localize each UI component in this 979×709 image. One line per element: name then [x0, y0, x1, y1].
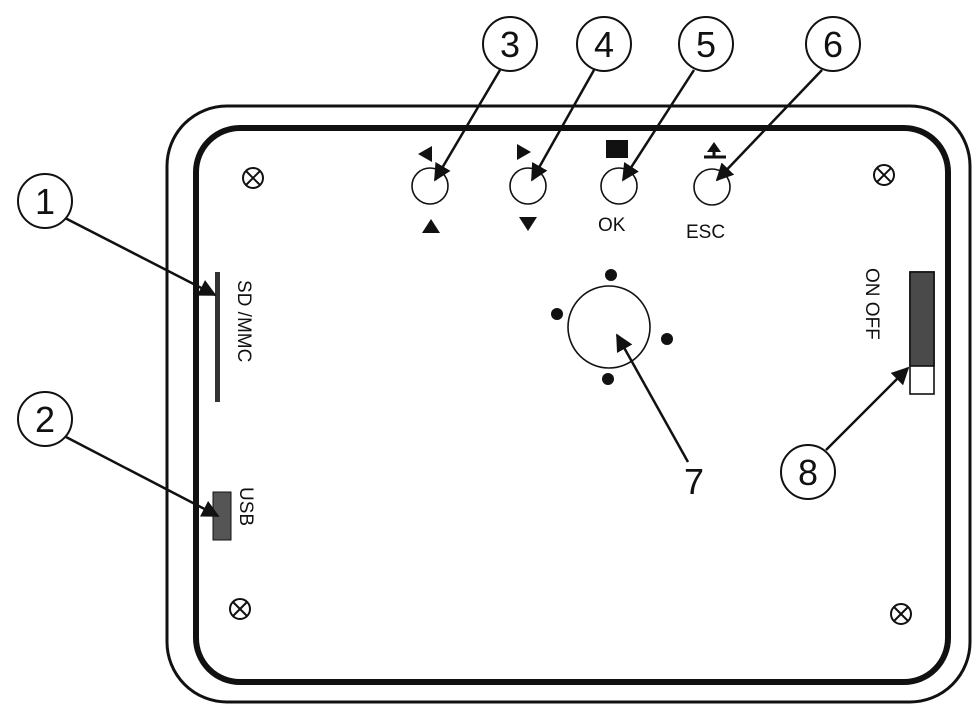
power-switch-slider — [909, 271, 935, 367]
svg-text:5: 5 — [696, 24, 716, 65]
usb-label: USB — [235, 487, 256, 526]
sd-mmc-label: SD /MMC — [233, 280, 254, 362]
leader-arrow-5 — [621, 69, 696, 182]
leader-arrow-7 — [615, 333, 690, 463]
return-icon — [704, 142, 726, 159]
button-3-circle — [411, 167, 449, 205]
down-arrow-icon — [519, 217, 537, 231]
joystick — [551, 269, 673, 385]
button-3 — [411, 146, 449, 233]
ok-label: OK — [598, 215, 626, 236]
joystick-dot-left — [551, 308, 563, 320]
esc-label: ESC — [686, 222, 725, 243]
leader-arrow-1 — [64, 216, 217, 297]
screw-icon — [229, 598, 251, 620]
screw-icon — [873, 164, 895, 186]
svg-text:8: 8 — [798, 452, 818, 493]
device-inner-frame — [193, 125, 951, 685]
button-6-circle — [693, 168, 731, 206]
screw-icon — [890, 603, 912, 625]
leader-arrow-2 — [65, 435, 220, 518]
joystick-circle — [567, 285, 651, 369]
joystick-dot-right — [661, 333, 673, 345]
callout-7: 7 — [684, 461, 704, 502]
screw-icon — [242, 167, 264, 189]
sd-mmc-slot — [215, 272, 220, 402]
button-4 — [509, 144, 547, 231]
svg-text:3: 3 — [500, 24, 520, 65]
leader-arrow-3 — [433, 69, 502, 182]
up-arrow-icon — [422, 219, 440, 233]
left-arrow-icon — [418, 146, 432, 162]
callout-2: 2 — [17, 391, 73, 447]
leader-arrow-4 — [530, 69, 596, 182]
leader-arrow-6 — [715, 69, 823, 182]
callout-8: 8 — [780, 444, 836, 500]
button-4-circle — [509, 167, 547, 205]
button-5-circle — [600, 167, 638, 205]
callout-6: 6 — [805, 16, 861, 72]
device-outer-frame — [165, 104, 972, 704]
svg-text:6: 6 — [823, 24, 843, 65]
joystick-dot-top — [605, 269, 617, 281]
svg-text:7: 7 — [684, 461, 704, 502]
svg-text:2: 2 — [35, 399, 55, 440]
svg-text:4: 4 — [594, 24, 614, 65]
callout-5: 5 — [678, 16, 734, 72]
button-5: OK — [598, 140, 638, 236]
svg-text:1: 1 — [35, 181, 55, 222]
right-arrow-icon — [517, 144, 531, 160]
callout-4: 4 — [576, 16, 632, 72]
callout-1: 1 — [17, 173, 73, 229]
leader-arrow-8 — [825, 366, 910, 451]
joystick-dot-bottom — [602, 373, 614, 385]
callout-3: 3 — [482, 16, 538, 72]
on-off-label: ON OFF — [861, 268, 882, 340]
stop-square-icon — [606, 140, 628, 158]
button-6: ESC — [686, 142, 731, 243]
